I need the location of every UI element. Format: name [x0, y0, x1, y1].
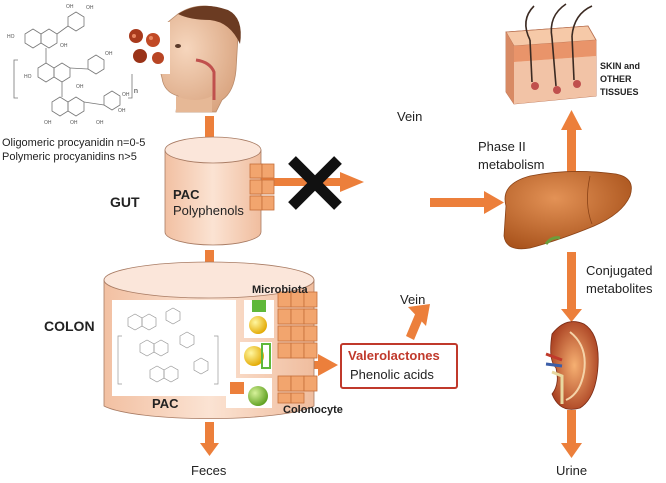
gut-wall-cells	[249, 163, 275, 211]
phenolic-acids-label: Phenolic acids	[350, 367, 434, 382]
subscript-n-label: n	[134, 88, 138, 95]
phase2-label-line2: metabolism	[478, 157, 545, 172]
svg-text:OH: OH	[96, 120, 104, 126]
svg-text:OH: OH	[76, 84, 84, 90]
liver-illustration	[503, 171, 632, 250]
svg-text:OH: OH	[122, 92, 130, 98]
colon-pac-label: PAC	[152, 396, 179, 411]
conjugated-label-line1: Conjugated	[586, 263, 653, 278]
gut-label: GUT	[110, 194, 140, 210]
svg-text:OH: OH	[60, 43, 68, 49]
procyanidin-structure: HO OH OH OH OH HO OH OH OH OH OH OH	[7, 4, 133, 126]
colon-label: COLON	[44, 318, 95, 334]
blocked-cross-icon	[288, 156, 342, 210]
vein-top-label: Vein	[397, 109, 423, 124]
colonocyte-label: Colonocyte	[283, 404, 343, 416]
svg-text:OH: OH	[66, 4, 74, 10]
svg-text:HO: HO	[7, 34, 15, 40]
skin-label-line2: OTHER	[600, 74, 632, 84]
skin-label-line3: TISSUES	[600, 87, 639, 97]
svg-text:OH: OH	[70, 120, 78, 126]
oligomeric-label: Oligomeric procyanidin n=0-5	[2, 137, 146, 149]
conjugated-label-line2: metabolites	[586, 281, 653, 296]
svg-text:OH: OH	[44, 120, 52, 126]
microbiota-icons	[226, 300, 274, 408]
svg-text:OH: OH	[86, 5, 94, 11]
gut-pac-label: PAC	[173, 187, 200, 202]
skin-label-line1: SKIN and	[600, 61, 641, 71]
colon-procyanidin-structure	[112, 300, 236, 396]
gut-polyphenols-label: Polyphenols	[173, 203, 244, 218]
kidney-illustration	[545, 321, 599, 410]
human-head-illustration	[151, 5, 241, 113]
polymeric-label: Polymeric procyanidins n>5	[2, 151, 137, 163]
gut-cylinder	[164, 136, 262, 246]
vein-mid-label: Vein	[400, 292, 426, 307]
phase2-label-line1: Phase II	[478, 139, 526, 154]
valerolactones-label: Valerolactones	[348, 348, 440, 363]
urine-label: Urine	[556, 463, 588, 478]
feces-label: Feces	[191, 463, 227, 478]
svg-text:OH: OH	[118, 108, 126, 114]
colonocyte-cells	[277, 291, 318, 404]
cranberry-icon	[124, 22, 170, 74]
svg-text:OH: OH	[105, 51, 113, 57]
microbiota-label: Microbiota	[252, 284, 308, 296]
svg-text:HO: HO	[24, 74, 32, 80]
valerolactones-box	[340, 343, 458, 389]
skin-tissue-illustration	[505, 3, 597, 105]
